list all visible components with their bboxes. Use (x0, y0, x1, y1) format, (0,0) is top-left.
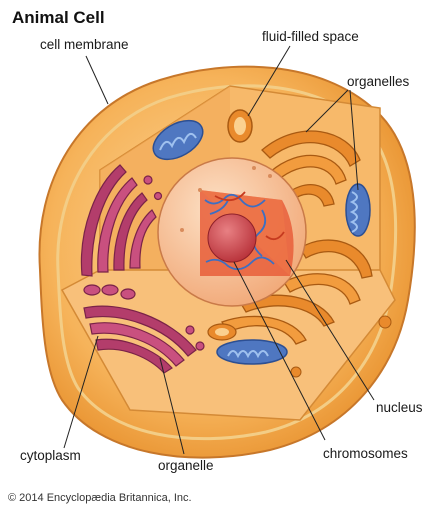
golgi-apparatus-bottom (83, 284, 205, 374)
label-organelle: organelle (158, 458, 214, 473)
vesicle (290, 366, 302, 378)
label-cytoplasm: cytoplasm (20, 448, 81, 463)
label-chromosomes: chromosomes (323, 446, 408, 461)
label-cell-membrane: cell membrane (40, 37, 129, 52)
golgi-apparatus-left (80, 164, 163, 277)
nucleus (157, 157, 307, 307)
mitochondrion-top-left (152, 119, 204, 161)
vesicle (234, 117, 246, 135)
copyright-credit: © 2014 Encyclopædia Britannica, Inc. (8, 492, 192, 504)
mitochondrion-bottom (216, 339, 288, 365)
chromosomes (204, 191, 285, 271)
vesicle (215, 328, 229, 336)
label-nucleus: nucleus (376, 400, 423, 415)
label-organelles: organelles (347, 74, 410, 89)
mitochondrion-right (345, 183, 371, 237)
leader-lines (63, 45, 375, 455)
endoplasmic-reticulum (221, 130, 373, 345)
label-fluid-filled-space: fluid-filled space (262, 29, 359, 44)
diagram-title: Animal Cell (12, 8, 105, 27)
nucleolus (207, 213, 257, 263)
vesicle (378, 315, 392, 329)
cell-membrane (56, 84, 398, 441)
